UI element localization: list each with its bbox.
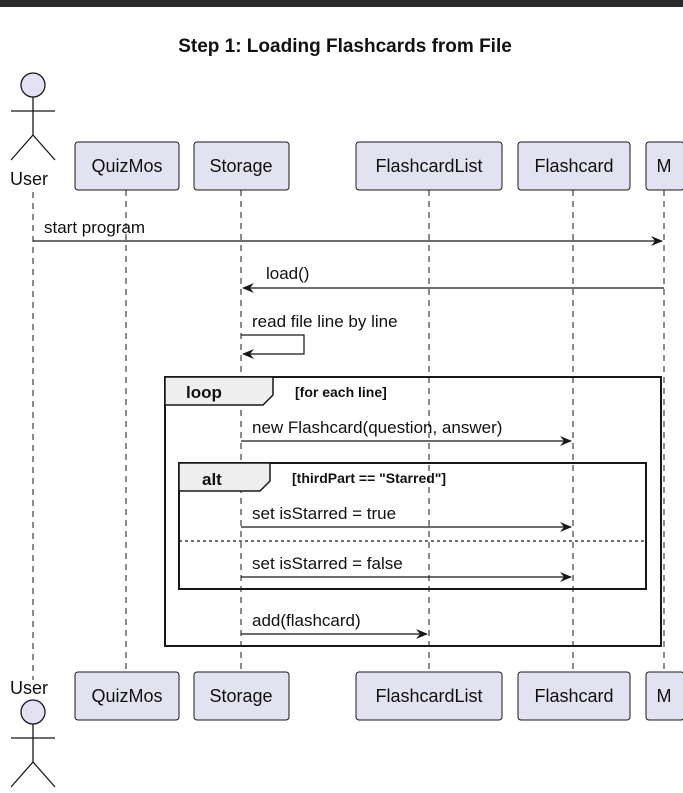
actor-user-head-icon	[20, 72, 46, 98]
message-set-starred-false-label: set isStarred = false	[252, 554, 403, 573]
participant-flashcard-bottom	[517, 671, 631, 721]
diagram-title: Step 1: Loading Flashcards from File	[178, 36, 512, 57]
participants-top	[74, 141, 683, 191]
participant-storage-bottom-label: Storage	[209, 686, 272, 706]
lifelines	[32, 190, 665, 680]
message-new-flashcard-label: new Flashcard(question, answer)	[252, 418, 502, 437]
participant-flashcard-top	[517, 141, 631, 191]
alt-guard: [thirdPart == "Starred"]	[292, 470, 446, 486]
participant-storage-top	[193, 141, 290, 191]
message-load-label: load()	[266, 264, 309, 283]
participant-quizmos-top	[74, 141, 180, 191]
message-add-flashcard-label: add(flashcard)	[252, 611, 361, 630]
participant-flashcardlist-bottom-label: FlashcardList	[375, 686, 482, 706]
actor-user-top	[10, 72, 56, 161]
participant-storage-top-label: Storage	[209, 156, 272, 176]
participant-m-bottom-label: M	[657, 686, 672, 706]
message-set-starred-true-label: set isStarred = true	[252, 504, 396, 523]
actor-user-bottom-head-icon	[20, 699, 46, 725]
participants-bottom	[74, 671, 683, 721]
loop-guard: [for each line]	[295, 384, 387, 400]
participant-storage-bottom	[193, 671, 290, 721]
participant-flashcardlist-bottom	[355, 671, 503, 721]
alt-frame-tab	[178, 462, 271, 492]
alt-keyword: alt	[202, 470, 222, 489]
participant-quizmos-bottom	[74, 671, 180, 721]
message-read-file-self-arrow	[241, 334, 305, 359]
participant-flashcard-bottom-label: Flashcard	[534, 686, 613, 706]
participant-flashcard-top-label: Flashcard	[534, 156, 613, 176]
message-read-file-label: read file line by line	[252, 312, 398, 331]
message-start-program-label: start program	[44, 218, 145, 237]
loop-frame	[164, 376, 662, 647]
actor-user-bottom-label: User	[10, 678, 48, 698]
participant-flashcardlist-top	[355, 141, 503, 191]
participant-m-top	[645, 141, 683, 191]
actor-user-top-label: User	[10, 169, 48, 189]
participant-quizmos-top-label: QuizMos	[91, 156, 162, 176]
window-top-bar	[0, 0, 683, 7]
participant-m-bottom	[645, 671, 683, 721]
actor-user-bottom	[10, 699, 56, 788]
loop-keyword: loop	[186, 383, 222, 402]
participant-m-top-label: M	[657, 156, 672, 176]
participant-quizmos-bottom-label: QuizMos	[91, 686, 162, 706]
loop-frame-tab	[164, 376, 274, 406]
alt-frame	[178, 462, 647, 590]
participant-flashcardlist-top-label: FlashcardList	[375, 156, 482, 176]
